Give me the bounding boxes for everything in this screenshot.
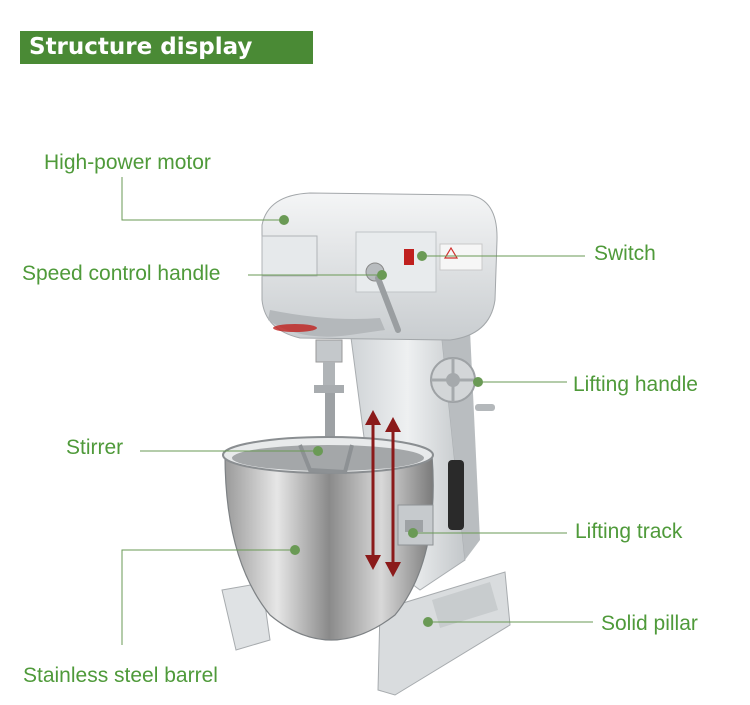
leader-dots (279, 215, 483, 627)
label-switch: Switch (594, 242, 656, 265)
label-stirrer: Stirrer (66, 436, 124, 459)
lift-arrows (365, 410, 401, 577)
label-lifting-track: Lifting track (575, 520, 683, 543)
lifting-handle-wheel (430, 357, 495, 411)
stainless-bowl (222, 436, 434, 641)
lifting-track-dot (408, 528, 418, 538)
stirrer-dot (313, 446, 323, 456)
banner-title: Structure display (29, 34, 253, 60)
motor-leader (121, 177, 284, 221)
mixer-head (261, 192, 498, 341)
solid-pillar-dot (423, 617, 433, 627)
stirrer-shaft (314, 339, 344, 453)
leader-lines (121, 177, 593, 645)
label-motor: High-power motor (44, 151, 211, 174)
motor-dot (279, 215, 289, 225)
mixer-base (221, 571, 511, 696)
label-solid-pillar: Solid pillar (601, 612, 698, 635)
lifting-track-bracket (397, 504, 434, 546)
lifting-handle-dot (473, 377, 483, 387)
switch-dot (417, 251, 427, 261)
title-banner: Structure display (20, 31, 313, 64)
label-barrel: Stainless steel barrel (23, 664, 218, 687)
speed-dot (377, 270, 387, 280)
barrel-leader (121, 549, 295, 645)
barrel-dot (290, 545, 300, 555)
label-lifting-handle: Lifting handle (573, 373, 698, 396)
label-speed-control: Speed control handle (22, 262, 221, 285)
